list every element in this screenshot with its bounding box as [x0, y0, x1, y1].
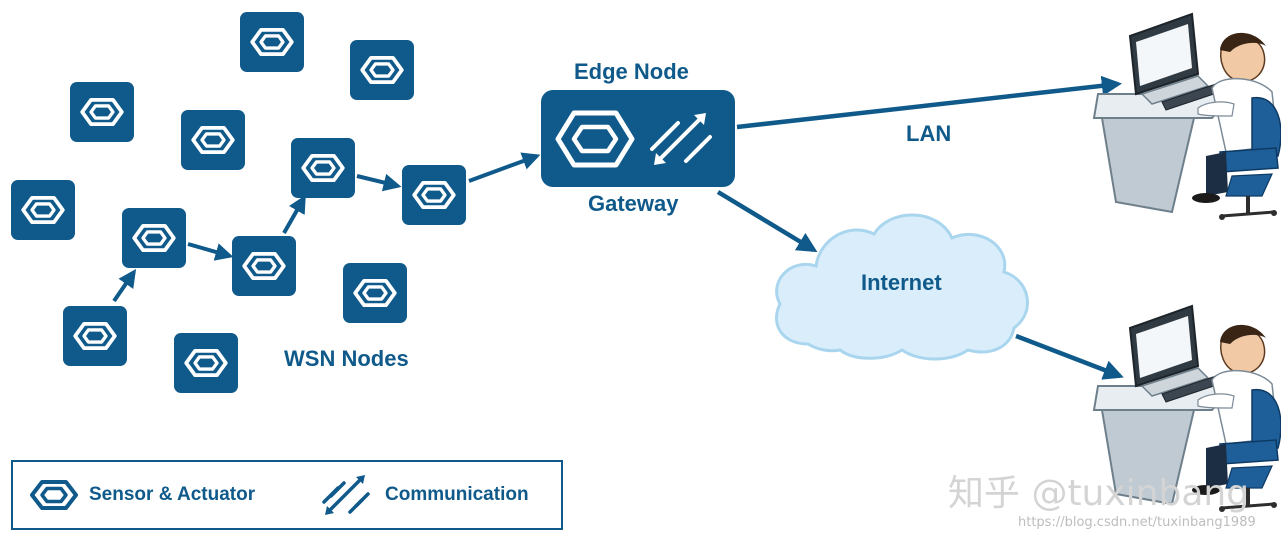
arrow-node-to-node	[112, 269, 137, 303]
lan-label: LAN	[906, 121, 952, 146]
watermark-text: 知乎 @tuxinbang	[948, 473, 1250, 514]
legend-label-sensor-actuator: Sensor & Actuator	[89, 484, 256, 505]
watermark-url: https://blog.csdn.net/tuxinbang1989	[1018, 515, 1256, 530]
edge-node-gateway	[541, 90, 735, 187]
legend-label-communication: Communication	[385, 484, 529, 505]
sensor-node	[402, 165, 466, 225]
arrows-group	[112, 75, 1124, 380]
sensor-actuator-icon	[555, 110, 635, 168]
sensor-node	[174, 333, 238, 393]
wsn-nodes-group	[11, 12, 466, 393]
arrow-node-to-node	[187, 242, 234, 261]
arrow-node-to-gateway	[468, 152, 541, 183]
wsn-nodes-label: WSN Nodes	[284, 346, 409, 371]
sensor-node	[181, 110, 245, 170]
sensor-node	[291, 138, 355, 198]
sensor-node	[350, 40, 414, 100]
sensor-node	[70, 82, 134, 142]
arrow-node-to-node	[282, 194, 306, 234]
legend: Sensor & Actuator Communication	[11, 460, 563, 530]
sensor-actuator-icon	[30, 480, 78, 510]
legend-item-communication: Communication	[319, 462, 529, 528]
sensor-node	[232, 236, 296, 296]
legend-item-sensor-actuator: Sensor & Actuator	[29, 462, 255, 528]
gateway-label: Gateway	[588, 191, 679, 216]
computer-user-icon	[1092, 12, 1281, 220]
arrow-gateway-to-lan-computer	[736, 75, 1123, 130]
sensor-node	[343, 263, 407, 323]
arrow-gateway-to-internet	[716, 190, 818, 253]
computer-user-icon	[1092, 304, 1281, 512]
sensor-node	[240, 12, 304, 72]
edge-node-label: Edge Node	[574, 59, 689, 84]
communication-icon	[650, 113, 712, 165]
sensor-node	[11, 180, 75, 240]
sensor-node	[63, 306, 127, 366]
communication-icon	[322, 475, 370, 515]
internet-label: Internet	[861, 270, 942, 295]
arrow-internet-to-computer	[1015, 333, 1124, 380]
arrow-node-to-node	[356, 173, 402, 192]
cloud-icon	[775, 213, 1029, 361]
sensor-node	[122, 208, 186, 268]
